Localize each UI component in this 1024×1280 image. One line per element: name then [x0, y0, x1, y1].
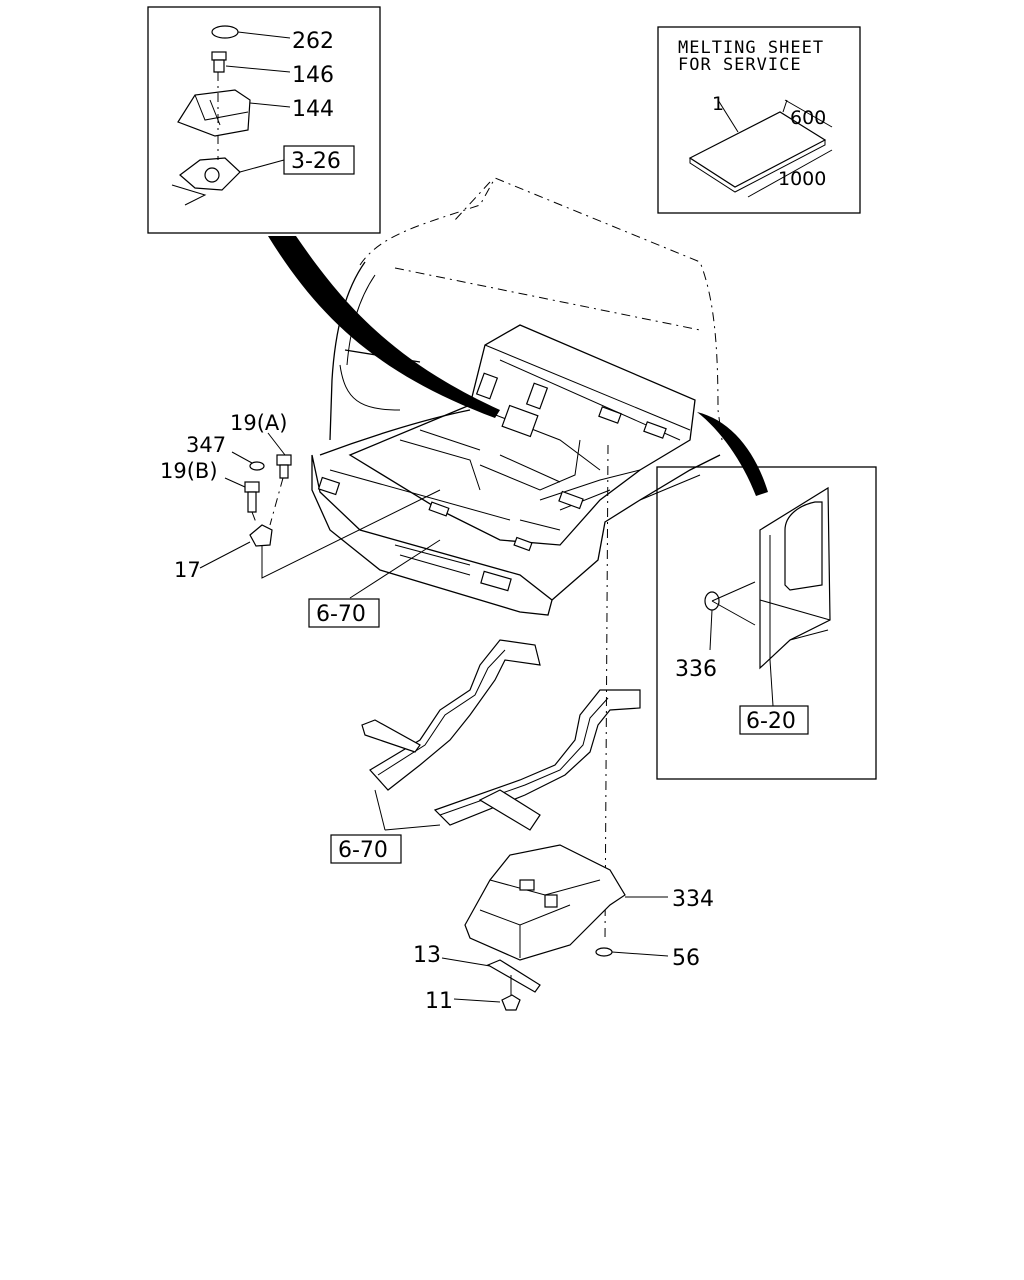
- melting-sheet-title-2: FOR SERVICE: [678, 55, 802, 75]
- arrow-floor-to-panel: [697, 412, 768, 496]
- label-19b: 19(B): [160, 459, 218, 483]
- inset-side-panel: 336 6-20: [656, 466, 877, 780]
- ref-6-70-frame: 6-70: [338, 838, 388, 863]
- dim-1000: 1000: [778, 168, 826, 190]
- label-347: 347: [186, 433, 226, 457]
- label-146: 146: [292, 63, 334, 88]
- label-17: 17: [174, 558, 201, 582]
- label-13: 13: [413, 943, 441, 968]
- floor-ref: 6-70: [308, 539, 441, 628]
- label-334: 334: [672, 887, 714, 912]
- label-11: 11: [425, 989, 453, 1014]
- arrow-shift-to-floor: [268, 236, 500, 418]
- frame-rails: 6-70: [330, 639, 641, 864]
- inset-shift-lever: 262 146 144 3-26: [147, 6, 381, 234]
- label-56: 56: [672, 946, 700, 971]
- melting-sheet-part: 1: [712, 93, 724, 115]
- left-fasteners: 19(A) 347 19(B) 17: [160, 411, 441, 582]
- label-19a: 19(A): [230, 411, 287, 435]
- cab-body: [311, 177, 723, 616]
- melting-sheet-title-1: MELTING SHEET: [678, 38, 824, 58]
- inset-melting-sheet: MELTING SHEET FOR SERVICE 1 600 1000: [657, 26, 861, 214]
- label-144: 144: [292, 97, 334, 122]
- ref-6-70-floor: 6-70: [316, 602, 366, 627]
- label-336: 336: [675, 657, 717, 682]
- label-262: 262: [292, 29, 334, 54]
- floor-panel: [348, 324, 696, 552]
- dim-600: 600: [790, 107, 826, 129]
- ref-3-26: 3-26: [291, 149, 341, 174]
- ref-6-20: 6-20: [746, 709, 796, 734]
- console-334: 334 56 13 11: [413, 844, 714, 1014]
